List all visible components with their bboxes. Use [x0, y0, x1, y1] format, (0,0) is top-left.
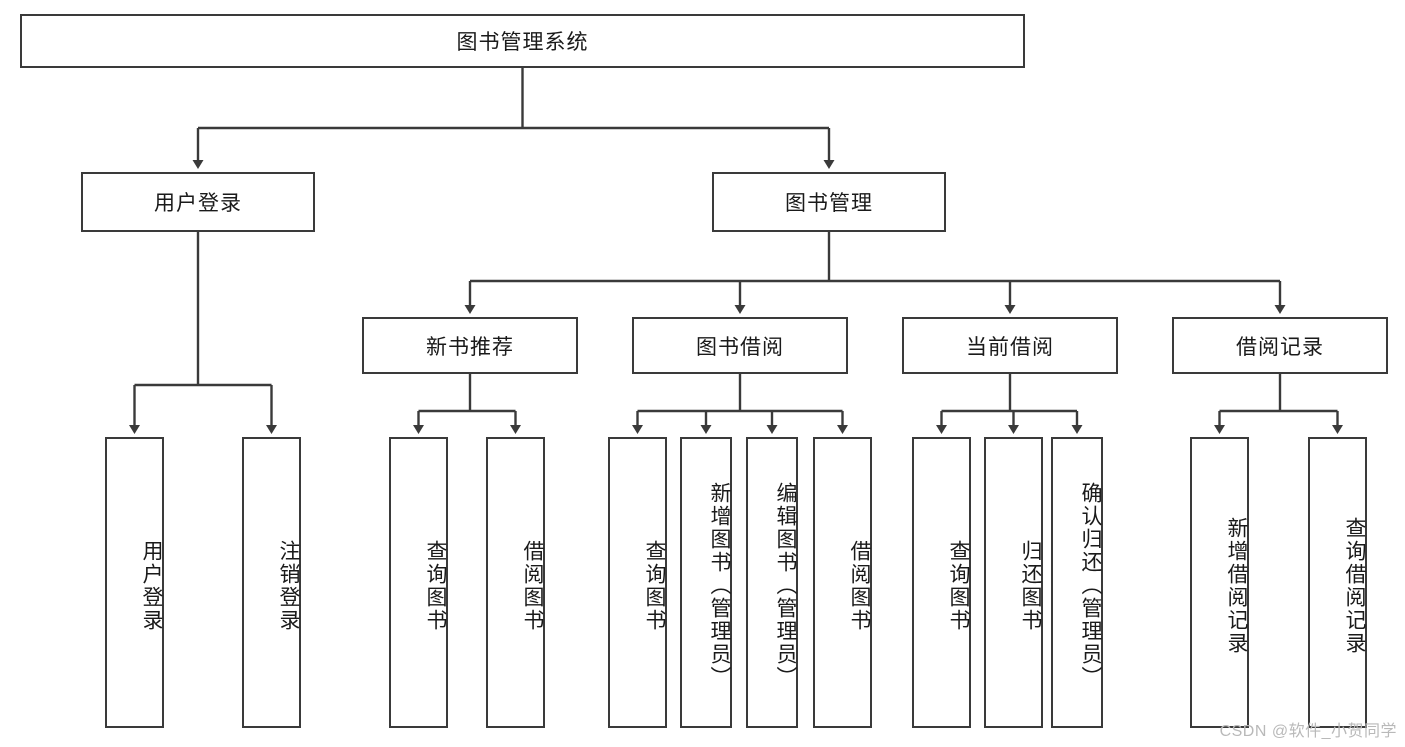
node-label: 新增借阅记录 [1225, 516, 1248, 655]
node-label: 新书推荐 [426, 335, 514, 359]
node-leaf_user_login[interactable]: 用户登录 [105, 437, 164, 728]
watermark-text: CSDN @软件_小贺同学 [1219, 723, 1397, 740]
node-borrow_record[interactable]: 借阅记录 [1172, 317, 1388, 374]
node-label: 图书管理系统 [456, 31, 589, 54]
node-leaf_query_book_3[interactable]: 查询图书 [912, 437, 971, 728]
node-leaf_confirm_return[interactable]: 确认归还（管理员） [1051, 437, 1103, 728]
node-leaf_query_record[interactable]: 查询借阅记录 [1308, 437, 1367, 728]
node-label: 新增图书（管理员） [708, 482, 731, 689]
node-leaf_borrow_book_1[interactable]: 借阅图书 [486, 437, 545, 728]
node-label: 查询图书 [947, 539, 970, 632]
node-label: 借阅图书 [521, 539, 544, 632]
node-leaf_query_book_1[interactable]: 查询图书 [389, 437, 448, 728]
node-current_borrow[interactable]: 当前借阅 [902, 317, 1118, 374]
node-label: 用户登录 [140, 539, 163, 632]
node-label: 用户登录 [154, 192, 242, 215]
node-root[interactable]: 图书管理系统 [20, 14, 1025, 68]
node-label: 查询图书 [424, 539, 447, 632]
node-label: 图书借阅 [696, 335, 784, 359]
node-book_mgmt[interactable]: 图书管理 [712, 172, 946, 232]
node-leaf_return_book[interactable]: 归还图书 [984, 437, 1043, 728]
node-label: 注销登录 [277, 539, 300, 632]
node-label: 归还图书 [1019, 539, 1042, 632]
node-label: 查询借阅记录 [1343, 516, 1366, 655]
node-leaf_user_logout[interactable]: 注销登录 [242, 437, 301, 728]
node-user_login[interactable]: 用户登录 [81, 172, 315, 232]
node-label: 借阅记录 [1236, 335, 1324, 359]
node-label: 当前借阅 [966, 335, 1054, 359]
node-label: 确认归还（管理员） [1079, 482, 1102, 689]
node-label: 图书管理 [785, 192, 873, 215]
node-leaf_borrow_book_2[interactable]: 借阅图书 [813, 437, 872, 728]
node-label: 查询图书 [643, 539, 666, 632]
node-label: 借阅图书 [848, 539, 871, 632]
node-leaf_add_book[interactable]: 新增图书（管理员） [680, 437, 732, 728]
node-new_book_rec[interactable]: 新书推荐 [362, 317, 578, 374]
node-label: 编辑图书（管理员） [774, 482, 797, 689]
node-book_borrow[interactable]: 图书借阅 [632, 317, 848, 374]
node-leaf_query_book_2[interactable]: 查询图书 [608, 437, 667, 728]
node-leaf_edit_book[interactable]: 编辑图书（管理员） [746, 437, 798, 728]
node-leaf_add_record[interactable]: 新增借阅记录 [1190, 437, 1249, 728]
